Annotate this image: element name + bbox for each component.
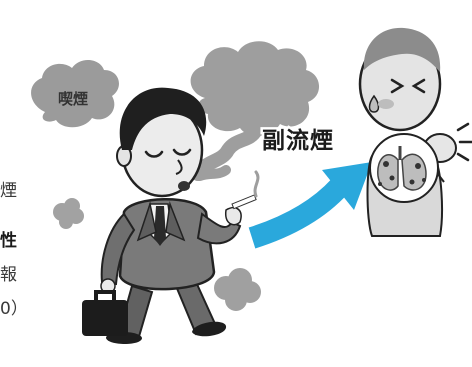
sick-child-figure — [358, 27, 472, 237]
edge-text-3: 報 — [0, 265, 17, 285]
cigarette-icon — [231, 170, 260, 210]
left-edge-text: 煙 性 報 0） — [0, 181, 28, 319]
mainstream-smoke-label: 喫煙 — [58, 90, 88, 108]
smoke-bubble-mainstream — [31, 59, 119, 128]
briefcase-icon — [82, 300, 128, 336]
smoke-trail — [191, 105, 277, 181]
smoker-man-figure — [82, 87, 260, 344]
smoke-cloud-large — [190, 41, 320, 136]
secondhand-smoke-label: 副流煙 — [262, 127, 334, 154]
arrow-icon — [248, 162, 372, 249]
lungs-icon — [369, 133, 439, 203]
edge-text-1: 煙 — [0, 181, 17, 201]
smoke-puff-medium — [214, 268, 261, 311]
smoke-puff-small — [53, 198, 84, 229]
edge-text-2: 性 — [0, 230, 17, 251]
edge-text-4: 0） — [0, 299, 28, 319]
